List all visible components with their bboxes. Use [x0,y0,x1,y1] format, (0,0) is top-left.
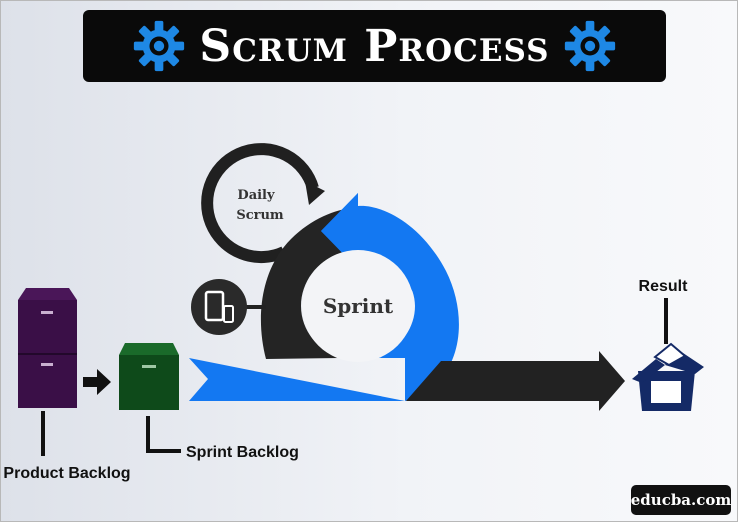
sprint-backlog-connector [146,416,181,453]
sprint-core [302,250,414,362]
sprint-arrow [189,193,459,401]
sprint-arrow-head [321,193,358,269]
result-arrow [406,351,625,411]
result-label: Result [639,278,689,295]
daily-scrum-label: Scrum [236,208,284,223]
gear-icon [564,20,615,72]
gear-icon [134,20,185,72]
open-box-icon [632,342,704,411]
page-title: Scrum Process [199,20,550,72]
watermark-badge: educba.com [631,485,731,515]
sprint-backlog-label: Sprint Backlog [186,444,299,461]
daily-scrum-label: Daily [237,188,275,203]
sprint-inner-arrow [260,208,353,359]
filing-cabinet-icon [18,288,77,408]
backlog-arrow [83,369,111,395]
sprint-label: Sprint [323,294,394,318]
box-icon [119,343,179,410]
tablet-phone-icon [191,279,247,335]
product-backlog-label: Product Backlog [3,465,130,482]
daily-scrum-arrow [201,143,325,264]
title-banner: Scrum Process [83,10,666,82]
